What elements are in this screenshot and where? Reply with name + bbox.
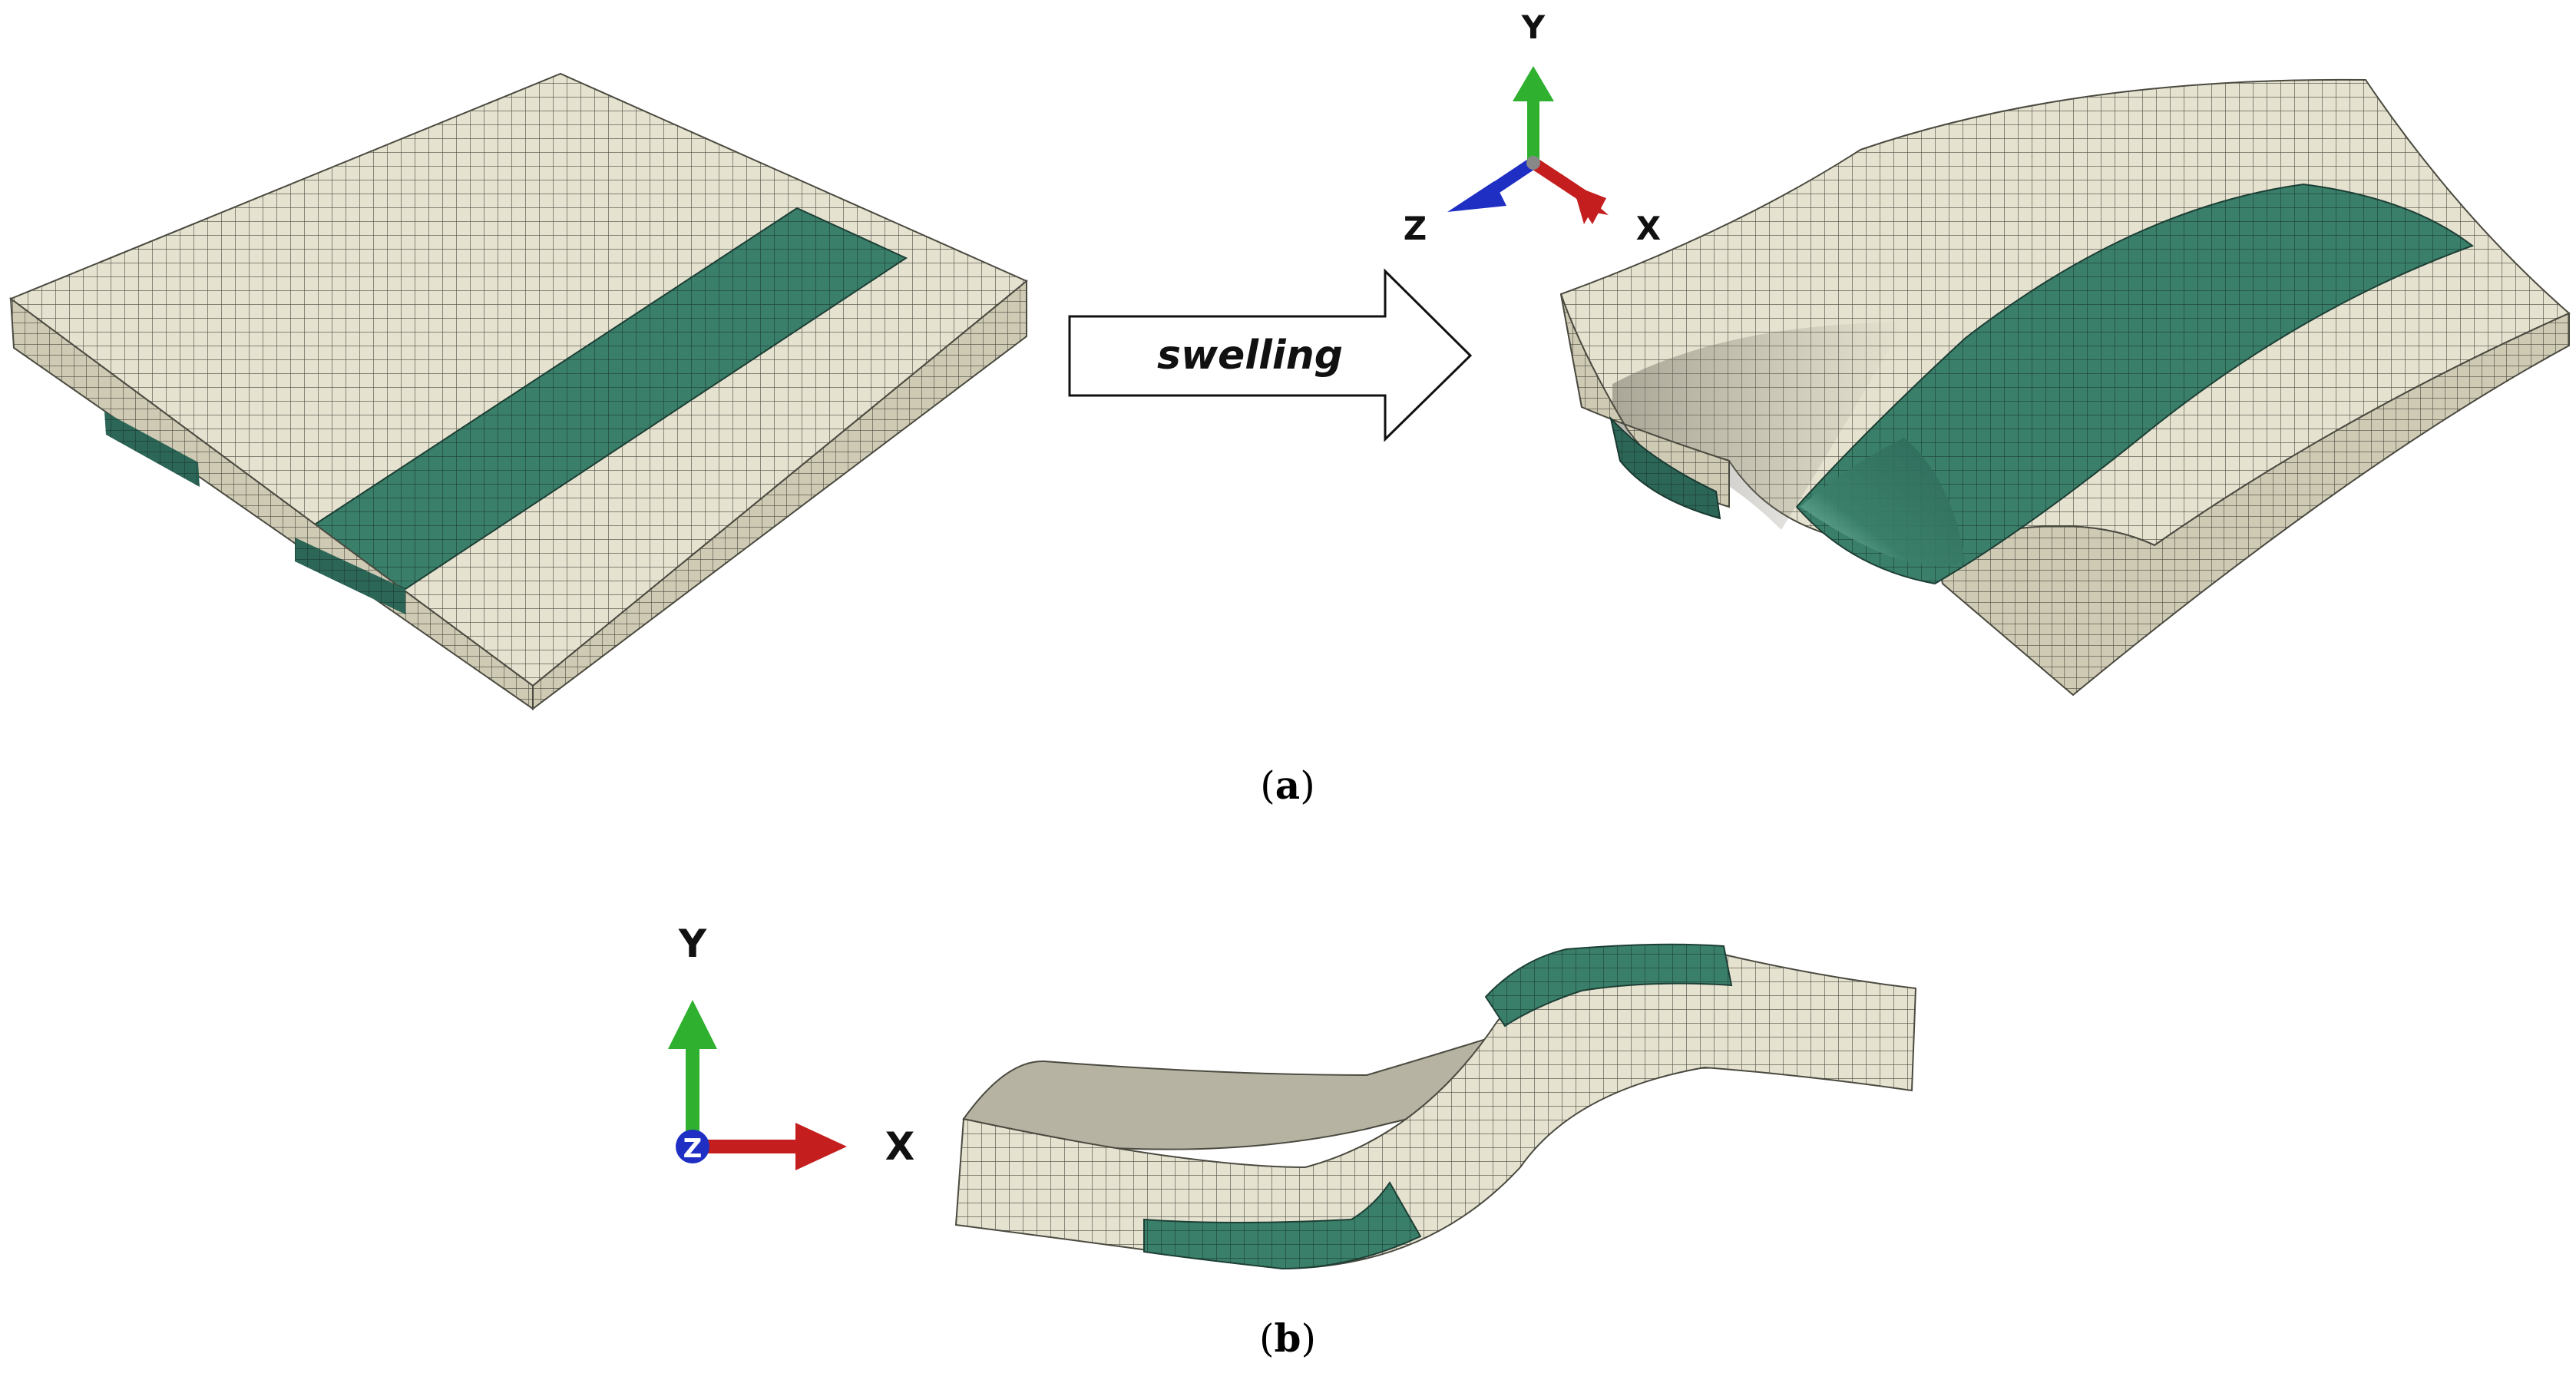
xyz-axis-triad-icon [1447, 66, 1609, 224]
deformed-mesh-block [1559, 78, 2571, 697]
panel-a-caption: (a) [1260, 763, 1314, 808]
deformed-crease-shadow [1612, 323, 1904, 530]
side-view-green-band-bottom [1143, 1181, 1422, 1270]
triad-a-z-label: Z [1404, 210, 1427, 247]
block-green-strip-side [295, 538, 405, 614]
block-top-face [8, 72, 1028, 687]
side-view-green-band-top [1484, 943, 1733, 1028]
triad-a-y-label: Y [1521, 8, 1546, 46]
triad-b-z-label: Z [683, 1133, 703, 1164]
swelling-label: swelling [1157, 333, 1343, 379]
xy-axis-triad-icon [668, 1000, 847, 1170]
triad-b-x-label: X [885, 1124, 915, 1169]
panel-b-caption: (b) [1259, 1315, 1316, 1361]
block-right-side-face [532, 279, 1027, 711]
triad-a-x-label: X [1636, 210, 1661, 247]
block-small-green-patch [104, 412, 200, 487]
deformed-green-strip [1795, 183, 2475, 585]
deformed-green-strip-highlight [1801, 438, 1966, 566]
deformed-small-green-patch [1609, 415, 1721, 520]
triad-b-y-label: Y [678, 922, 707, 966]
right-arrow-icon [1068, 268, 1473, 442]
undeformed-mesh-block [8, 72, 1028, 711]
side-view-mesh [954, 943, 1917, 1270]
deformed-front-side-face [1933, 312, 2570, 697]
